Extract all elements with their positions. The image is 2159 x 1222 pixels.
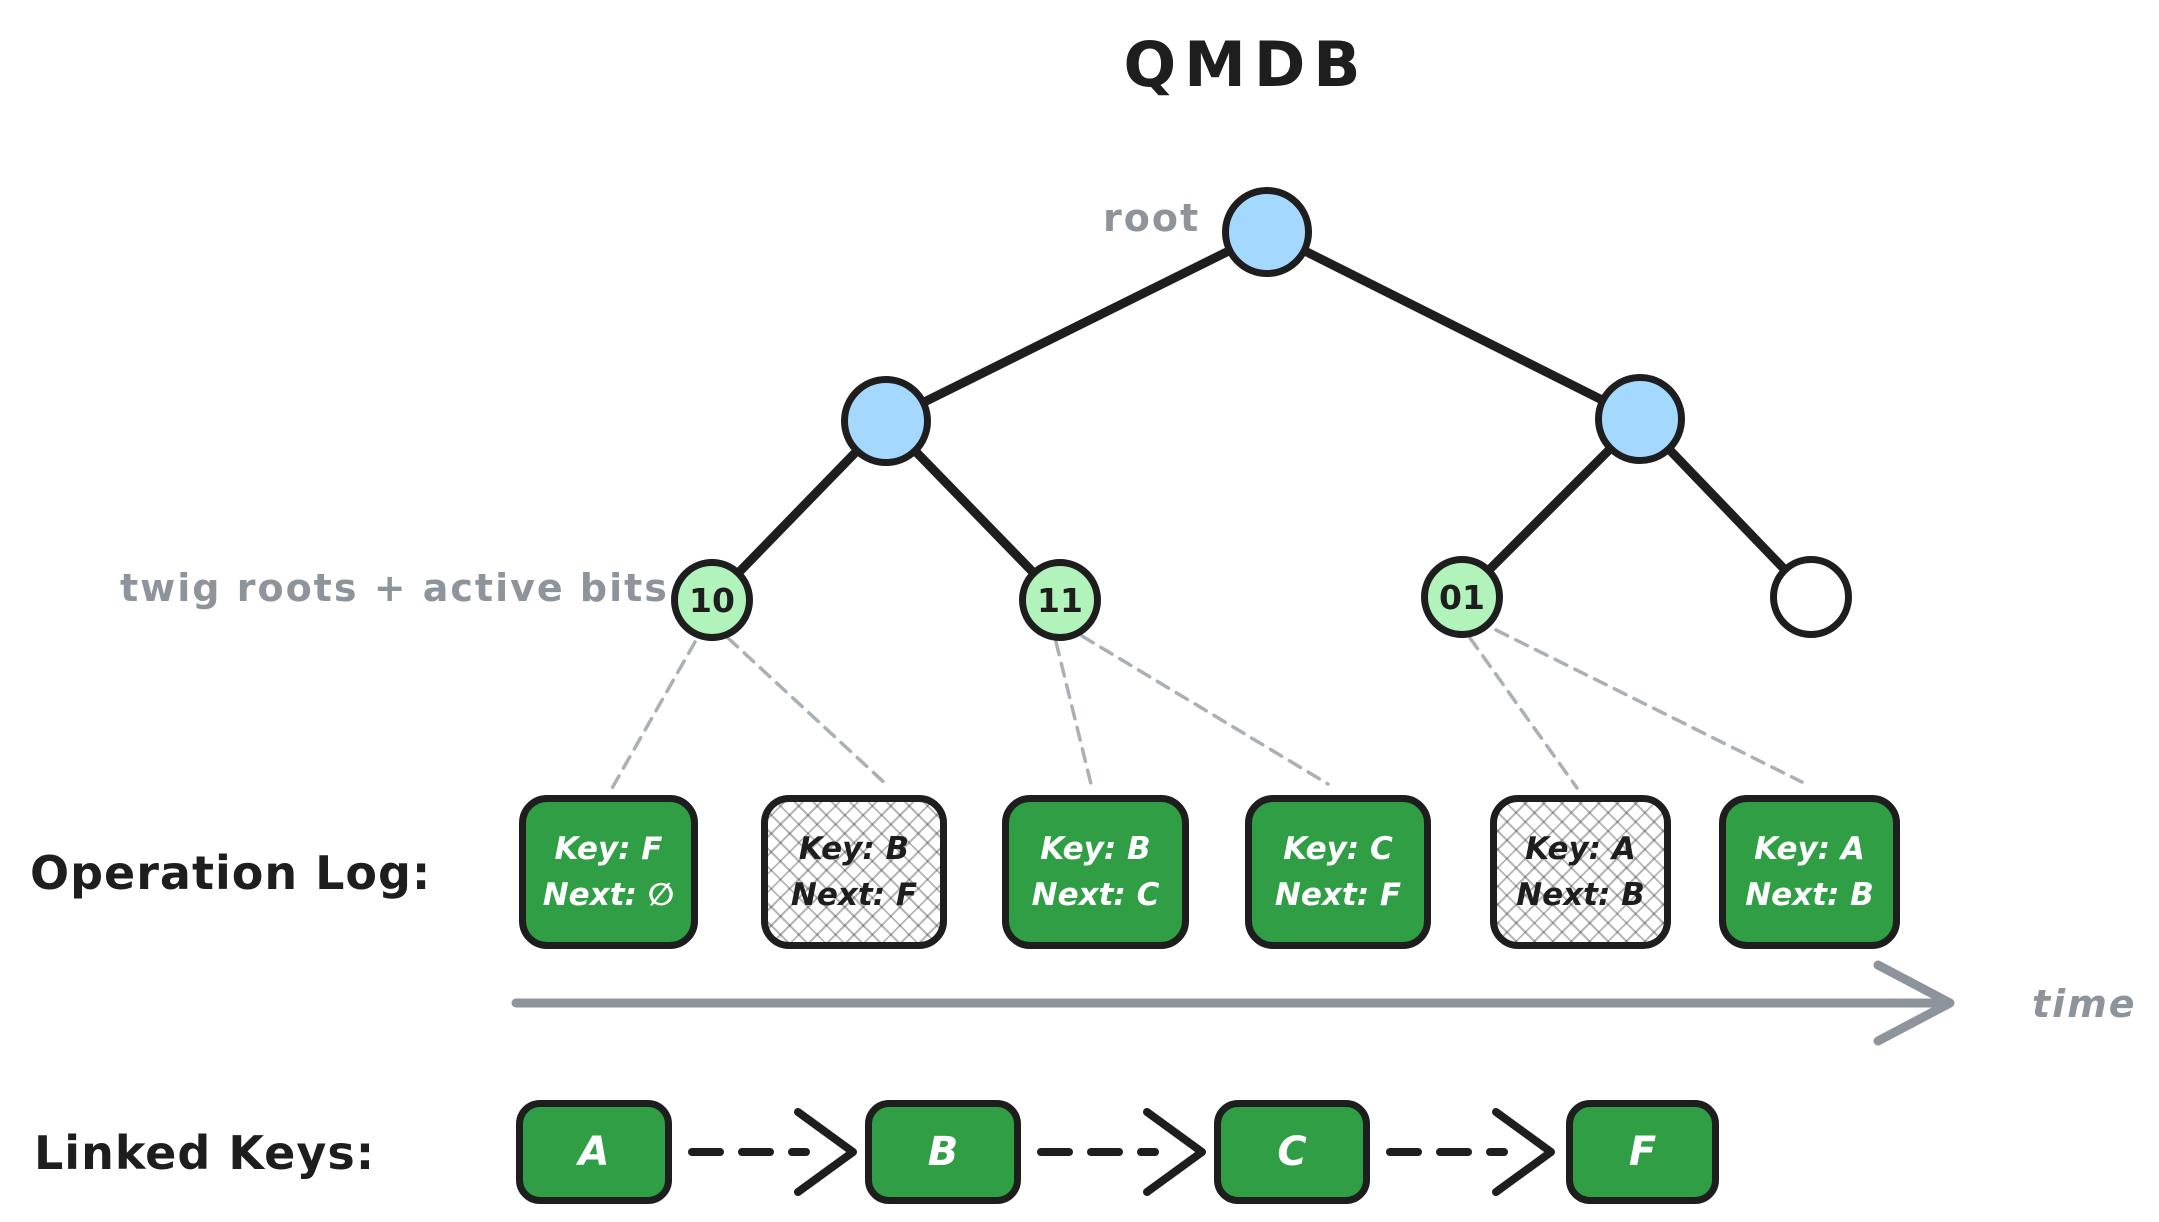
op-log-entry-1: Key: F Next: ∅: [519, 795, 698, 949]
link-arrow-a-b-head: [794, 1108, 857, 1196]
tree-node-internal-left: [841, 376, 931, 466]
linked-key-label: F: [1628, 1129, 1657, 1175]
connector-twig01-entry5: [1468, 636, 1579, 790]
op-entry-key: Key: F: [554, 830, 663, 867]
operation-log-label: Operation Log:: [30, 846, 432, 900]
linked-keys-label: Linked Keys:: [34, 1126, 376, 1180]
tree-node-root: [1222, 187, 1312, 277]
twig-to-log-connectors: [609, 628, 1804, 792]
connector-twig10-entry1: [609, 640, 697, 792]
op-entry-next: Next: B: [1745, 877, 1874, 913]
op-entry-next: Next: C: [1031, 877, 1160, 913]
op-log-entry-2: Key: B Next: F: [761, 795, 947, 949]
twig-roots-label: twig roots + active bits: [120, 566, 669, 610]
op-log-entry-4: Key: C Next: F: [1245, 795, 1431, 949]
linked-key-b: B: [865, 1100, 1021, 1204]
op-entry-next: Next: F: [790, 877, 918, 913]
linked-key-label: B: [927, 1129, 959, 1175]
op-entry-key: Key: B: [798, 830, 910, 867]
linked-key-label: A: [578, 1129, 610, 1175]
op-entry-key: Key: A: [1525, 830, 1636, 867]
link-arrow-b-c-head: [1143, 1108, 1206, 1196]
connector-twig01-entry6: [1494, 628, 1804, 784]
diagram-title: QMDB: [1123, 28, 1369, 101]
root-label: root: [1103, 196, 1201, 240]
connector-twig11-entry4: [1080, 634, 1330, 786]
op-entry-key: Key: A: [1754, 830, 1865, 867]
twig-bits-label: 01: [1439, 577, 1485, 617]
op-log-entry-6: Key: A Next: B: [1719, 795, 1900, 949]
edge-root-left: [881, 227, 1272, 426]
time-arrow: [511, 960, 1955, 1046]
op-log-entry-3: Key: B Next: C: [1002, 795, 1189, 949]
op-entry-next: Next: ∅: [542, 877, 675, 913]
twig-node-10: 10: [671, 559, 753, 641]
op-log-entry-5: Key: A Next: B: [1490, 795, 1671, 949]
op-entry-key: Key: B: [1040, 830, 1151, 867]
op-entry-next: Next: F: [1274, 877, 1402, 913]
linked-key-a: A: [516, 1100, 672, 1204]
twig-node-11: 11: [1019, 559, 1101, 641]
connector-twig10-entry2: [726, 636, 890, 788]
twig-bits-label: 11: [1037, 580, 1083, 620]
twig-node-01: 01: [1421, 556, 1503, 638]
op-entry-key: Key: C: [1283, 830, 1393, 867]
twig-node-empty: [1770, 556, 1852, 638]
twig-bits-label: 10: [689, 580, 735, 620]
tree-node-internal-right: [1595, 374, 1685, 464]
time-arrow-head: [1873, 960, 1955, 1046]
edge-root-right: [1262, 227, 1645, 424]
linked-key-label: C: [1277, 1129, 1307, 1175]
connector-twig11-entry3: [1054, 640, 1094, 790]
linked-key-arrows: [688, 1108, 1555, 1196]
op-entry-next: Next: B: [1516, 877, 1645, 913]
linked-key-c: C: [1214, 1100, 1370, 1204]
time-label: time: [2032, 982, 2137, 1026]
linked-key-f: F: [1566, 1100, 1719, 1204]
link-arrow-c-f-head: [1492, 1108, 1555, 1196]
